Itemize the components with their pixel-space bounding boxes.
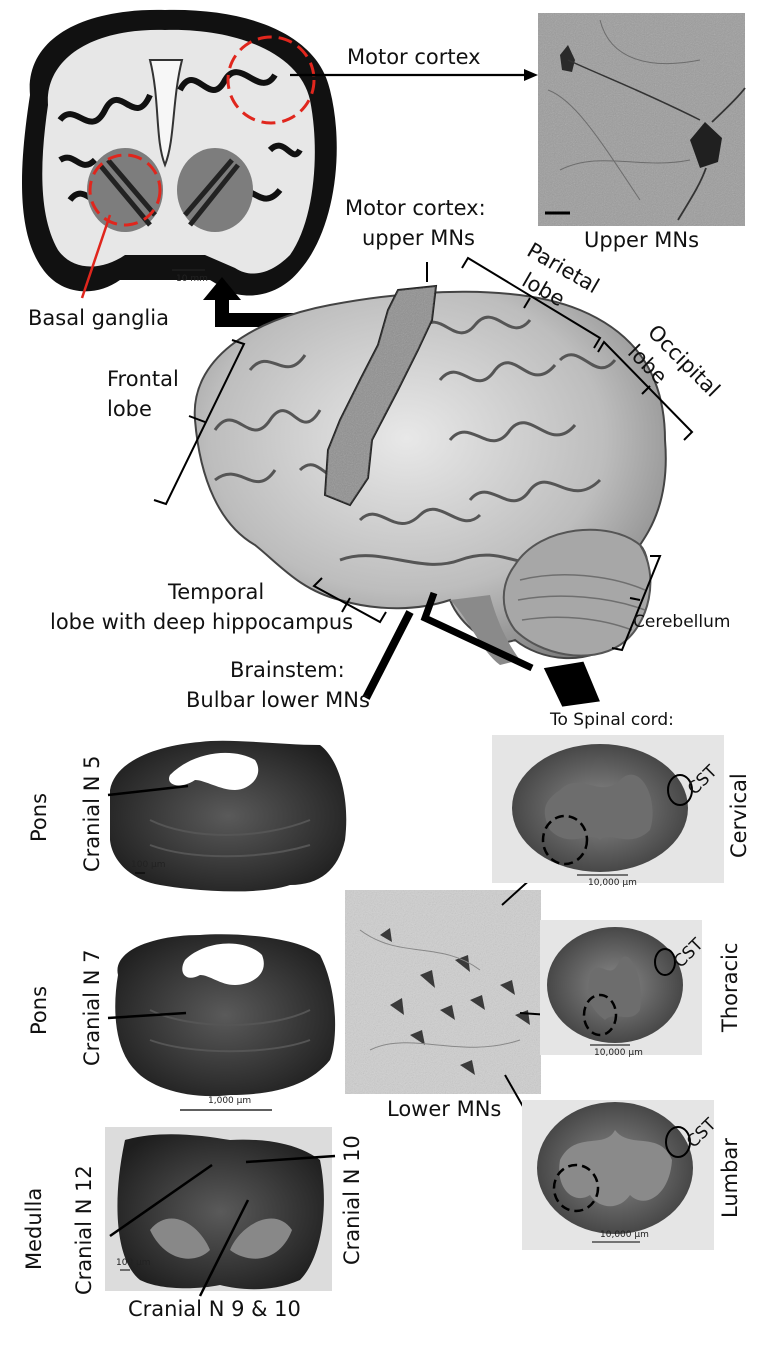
temporal-lobe-label-line1: Temporal (168, 580, 265, 604)
lower-mns-label: Lower MNs (387, 1097, 502, 1121)
motor-cortex-title-line1: Motor cortex: (345, 196, 486, 220)
upper-mn-micrograph (538, 13, 746, 226)
coronal-brain-slice (21, 9, 337, 299)
frontal-lobe-label-line1: Frontal (107, 367, 179, 391)
pons-n5-scale-label: 100 µm (131, 860, 166, 870)
coronal-scale-label: 10 mm (176, 274, 208, 284)
pons-label-1: Pons (27, 792, 51, 842)
pons-section-n7 (107, 934, 336, 1111)
spinal-lumbar-section (522, 1100, 714, 1250)
cervical-label: Cervical (727, 773, 751, 858)
temporal-lobe-label-line2: lobe with deep hippocampus (50, 610, 354, 634)
cranial-n10-label: Cranial N 10 (340, 1135, 364, 1265)
cranial-n9-10-label: Cranial N 9 & 10 (128, 1297, 301, 1321)
cervical-scale-label: 10,000 µm (588, 878, 637, 888)
motor-cortex-title-line2: upper MNs (362, 226, 475, 250)
medulla-label: Medulla (22, 1187, 46, 1270)
lateral-brain (193, 284, 667, 665)
brainstem-label-line2: Bulbar lower MNs (186, 688, 370, 712)
spinal-thoracic-section (540, 920, 702, 1055)
basal-ganglia-label: Basal ganglia (28, 306, 169, 330)
lobe-brackets (153, 256, 694, 652)
frontal-lobe-label-line2: lobe (107, 397, 152, 421)
lumbar-label: Lumbar (718, 1138, 742, 1218)
brainstem-pointer (362, 610, 414, 700)
thoracic-scale-label: 10,000 µm (594, 1048, 643, 1058)
cerebellum-label: Cerebellum (633, 612, 731, 632)
lower-mn-micrograph (345, 890, 541, 1094)
to-spinal-cord-label: To Spinal cord: (550, 710, 674, 730)
thoracic-label: Thoracic (718, 942, 742, 1032)
lumbar-scale-label: 10,000 µm (600, 1230, 649, 1240)
to-spinal-path (420, 591, 534, 672)
cranial-n12-label: Cranial N 12 (72, 1165, 96, 1295)
to-spinal-arrowhead (543, 661, 600, 707)
cranial-n5-label: Cranial N 5 (80, 755, 104, 872)
upper-mns-label: Upper MNs (584, 228, 700, 252)
cranial-n7-label: Cranial N 7 (80, 949, 104, 1066)
pons-label-2: Pons (27, 985, 51, 1035)
brainstem-label-line1: Brainstem: (230, 658, 345, 682)
motor-cortex-label: Motor cortex (347, 45, 481, 69)
pons-section-n5 (107, 740, 347, 892)
medulla-section (105, 1127, 336, 1297)
spinal-cervical-section (492, 735, 724, 883)
medulla-scale-label: 100 µm (116, 1258, 151, 1268)
pons-n7-scale-label: 1,000 µm (208, 1096, 252, 1106)
